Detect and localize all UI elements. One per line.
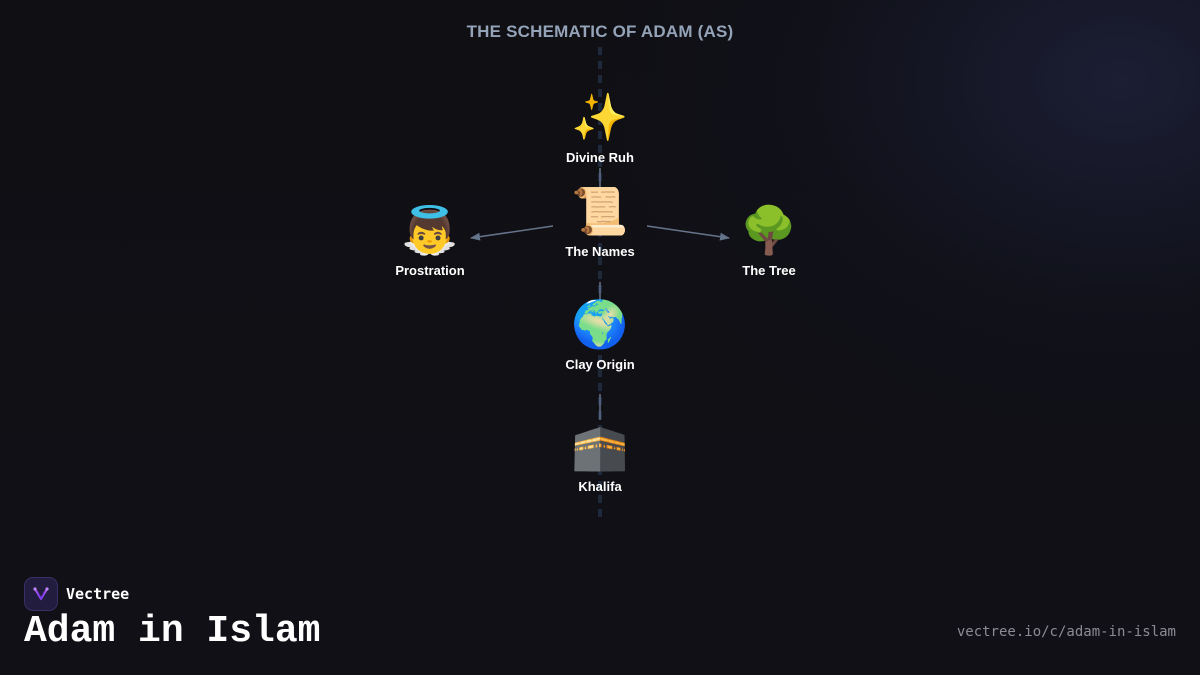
node-label-khalifa: Khalifa bbox=[578, 479, 622, 494]
kaaba-icon: 🕋 bbox=[571, 419, 629, 473]
node-label-the-names: The Names bbox=[565, 244, 635, 259]
node-divine-ruh: ✨ Divine Ruh bbox=[530, 88, 670, 165]
vectree-logo-icon bbox=[24, 577, 58, 611]
node-label-prostration: Prostration bbox=[395, 263, 465, 278]
edge-names-to-tree-arrow bbox=[646, 225, 730, 241]
node-label-the-tree: The Tree bbox=[742, 263, 796, 278]
angel-icon: 👼 bbox=[401, 203, 459, 257]
page-title: Adam in Islam bbox=[24, 610, 321, 653]
brand: Vectree bbox=[24, 577, 129, 611]
scroll-icon: 📜 bbox=[571, 184, 629, 238]
brand-name: Vectree bbox=[66, 585, 130, 603]
node-khalifa: 🕋 Khalifa bbox=[530, 417, 670, 494]
node-the-names: 📜 The Names bbox=[530, 182, 670, 259]
edge-names-to-prostration-arrow bbox=[470, 225, 554, 241]
node-clay-origin: 🌍 Clay Origin bbox=[530, 295, 670, 372]
globe-icon: 🌍 bbox=[571, 297, 629, 351]
sparkles-icon: ✨ bbox=[571, 90, 629, 144]
node-label-divine-ruh: Divine Ruh bbox=[566, 150, 634, 165]
node-prostration: 👼 Prostration bbox=[360, 201, 500, 278]
diagram-title: THE SCHEMATIC OF ADAM (AS) bbox=[466, 22, 734, 41]
tree-icon: 🌳 bbox=[740, 203, 798, 257]
source-url[interactable]: vectree.io/c/adam-in-islam bbox=[956, 624, 1176, 640]
node-the-tree: 🌳 The Tree bbox=[699, 201, 839, 278]
node-label-clay-origin: Clay Origin bbox=[565, 357, 635, 372]
